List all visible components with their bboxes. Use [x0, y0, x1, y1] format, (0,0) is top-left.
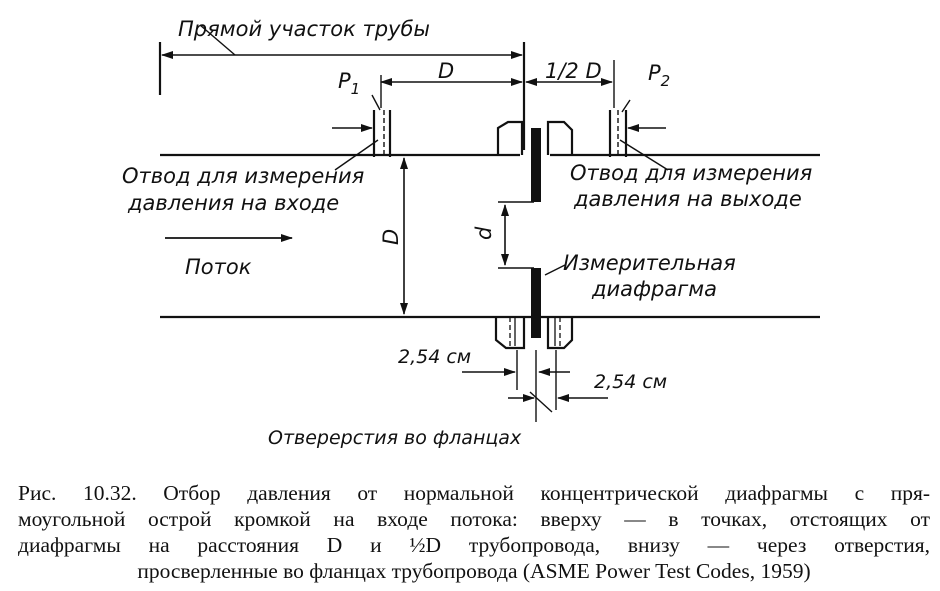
- orifice-plate-upper: [531, 128, 541, 202]
- upper-flange-inlet: [496, 120, 524, 155]
- flow-label: Поток: [185, 255, 252, 279]
- caption-line-2: моугольной острой кромкой на входе поток…: [18, 507, 930, 531]
- p1-leader: [371, 94, 381, 111]
- p2-leader: [621, 99, 631, 113]
- outlet-tap-label-leader: [619, 139, 669, 171]
- outlet-tap-label-line2: давления на выходе: [573, 187, 802, 211]
- p1-letter: P: [338, 69, 351, 93]
- pipe-geometry: [158, 24, 820, 422]
- inlet-tap-label-leader: [334, 139, 379, 171]
- caption-line-1: Рис. 10.32. Отбор давления от нормальной…: [18, 481, 930, 505]
- orifice-plate-lower: [531, 268, 541, 338]
- orifice-pressure-tap-diagram: Прямой участок трубы P1 D 1/2 D P2 Отвод…: [122, 17, 820, 449]
- p2-subscript: 2: [661, 72, 671, 90]
- pipe-diameter-label: D: [379, 229, 403, 245]
- p1-label: P1: [338, 69, 360, 98]
- inlet-tap-label-line1: Отвод для измерения: [122, 164, 364, 188]
- figure-caption: Рис. 10.32. Отбор давления от нормальной…: [18, 480, 930, 584]
- outlet-tap-label-line1: Отвод для измерения: [570, 161, 812, 185]
- caption-line-4: просверленные во фланцах трубопровода (A…: [137, 559, 811, 583]
- p1-subscript: 1: [351, 80, 361, 98]
- dim254-left-label: 2,54 см: [398, 346, 471, 368]
- upstream-d-label: D: [438, 59, 454, 83]
- orifice-label-leader: [544, 264, 566, 276]
- straight-section-label: Прямой участок трубы: [178, 17, 430, 41]
- inlet-tap-label-line2: давления на входе: [127, 191, 339, 215]
- flange-holes-label: Отверерстия во фланцах: [268, 427, 522, 449]
- half-d-label: 1/2 D: [545, 59, 602, 83]
- flange-holes-leader: [529, 391, 553, 413]
- caption-line-3: диафрагмы на расстояния D и ½D трубопров…: [18, 533, 930, 557]
- lower-flange-inlet: [494, 317, 526, 350]
- orifice-label-line2: диафрагма: [591, 277, 717, 301]
- p2-label: P2: [648, 61, 670, 90]
- lower-flange-outlet: [546, 317, 574, 350]
- dim254-right-label: 2,54 см: [594, 371, 667, 393]
- orifice-label-line1: Измерительная: [563, 251, 736, 275]
- orifice-diameter-label: d: [472, 226, 496, 240]
- p2-letter: P: [648, 61, 661, 85]
- upper-flange-outlet: [546, 120, 574, 155]
- straight-section-leader: [199, 24, 236, 56]
